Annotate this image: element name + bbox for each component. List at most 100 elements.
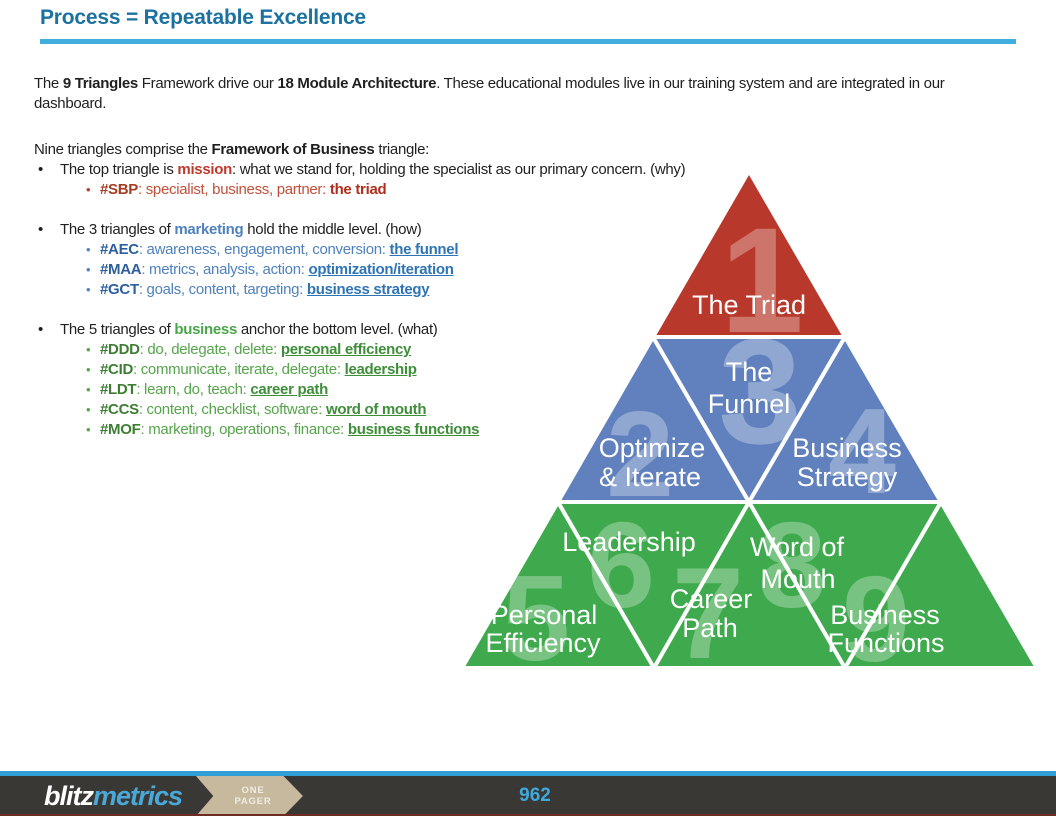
bullet-text: The 3 triangles of [60,221,175,238]
triangle-number-6: 6 [587,497,655,633]
triangle-9-business-functions [843,500,1039,670]
list-item-cid: #CID: communicate, iterate, delegate: le… [34,360,1009,380]
item-link[interactable]: leadership [344,361,417,378]
intro-text: The [34,75,63,92]
marketing-keyword: marketing [174,221,244,238]
list-item-ccs: #CCS: content, checklist, software: word… [34,400,1009,420]
title-underline [40,39,1016,44]
mission-keyword: mission [177,161,232,178]
item-link[interactable]: business strategy [306,281,430,298]
item-link[interactable]: business functions [347,421,480,438]
triangle-number-1: 1 [720,196,803,364]
item-link[interactable]: personal efficiency [280,341,412,358]
bullet-marker [38,320,43,340]
footer-bottom-edge [0,814,1056,816]
list-item-maa: #MAA: metrics, analysis, action: optimiz… [34,260,1009,280]
bullet-marker [38,160,43,180]
heading-text: Nine triangles comprise the [34,141,212,158]
triangle-label: & Iterate [599,462,701,492]
footer-bar: 962 blitzmetrics ONE PAGER [0,776,1056,816]
triangle-number-8: 8 [758,497,826,633]
item-text: : specialist, business, partner: [138,181,330,198]
bullet-text: anchor the bottom level. (what) [237,321,438,338]
intro-text: Framework drive our [137,75,278,92]
bullet-text: : what we stand for, holding the special… [232,161,686,178]
triangle-label: Mouth [760,564,835,594]
page-number: 962 [519,785,551,806]
triangle-number-7: 7 [672,540,744,675]
logo-text-blitz: blitz [44,781,94,811]
triangle-label: Career [670,584,753,614]
triangle-label: Leadership [562,527,696,557]
triangle-number-3: 3 [718,307,801,475]
triangle-label: Functions [827,628,944,658]
hashtag-label: #MAA [100,261,142,278]
list-item-ddd: #DDD: do, delegate, delete: personal eff… [34,340,1009,360]
triangle-number-5: 5 [502,550,570,675]
bullet-marker [86,420,90,440]
business-keyword: business [174,321,237,338]
item-text: : metrics, analysis, action: [141,261,309,278]
hashtag-label: #CID [100,361,133,378]
triangle-label: The Triad [692,290,806,320]
triangle-number-4: 4 [828,383,896,519]
triangle-label: Optimize [599,433,706,463]
blitzmetrics-logo: blitzmetrics [44,776,183,816]
list-item-aec: #AEC: awareness, engagement, conversion:… [34,240,1009,260]
triangle-label: Path [682,613,738,643]
list-item-ldt: #LDT: learn, do, teach: career path [34,380,1009,400]
item-text: : marketing, operations, finance: [140,421,348,438]
triangle-label: Funnel [708,389,791,419]
triangle-label: Strategy [797,462,898,492]
bullet-marker [86,340,90,360]
list-item-sbp: #SBP: specialist, business, partner: the… [34,180,1009,200]
hashtag-label: #AEC [100,241,139,258]
triangle-number-9: 9 [842,551,910,675]
item-link[interactable]: word of mouth [325,401,427,418]
bullet-text: hold the middle level. (how) [243,221,422,238]
bullet-marker [86,360,90,380]
item-text: : do, delegate, delete: [139,341,281,358]
marketing-bullet: The 3 triangles of marketing hold the mi… [34,220,1009,240]
triangle-label: Business [830,600,940,630]
logo-text-metrics: metrics [93,781,183,811]
nine-triangles-diagram: 1 2 3 4 5 6 7 8 9 The Triad Optimize & I… [460,169,1039,675]
hashtag-label: #GCT [100,281,139,298]
page-title: Process = Repeatable Excellence [40,6,366,29]
triangle-label: Efficiency [485,628,601,658]
list-item-mof: #MOF: marketing, operations, finance: bu… [34,420,1009,440]
hashtag-label: #SBP [100,181,138,198]
bullet-marker [86,400,90,420]
item-text: : content, checklist, software: [138,401,326,418]
triangle-number-2: 2 [606,386,674,522]
bullet-marker [38,220,43,240]
item-link[interactable]: career path [250,381,328,398]
triangle-label: Personal [491,600,598,630]
heading-bold: Framework of Business [211,141,375,158]
triangle-label: The [726,357,773,387]
item-text: : goals, content, targeting: [138,281,307,298]
item-link[interactable]: the funnel [389,241,459,258]
bullet-text: The 5 triangles of [60,321,175,338]
item-text: : awareness, engagement, conversion: [138,241,390,258]
bullet-marker [86,280,90,300]
footer-accent-line [0,771,1056,776]
list-item-gct: #GCT: goals, content, targeting: busines… [34,280,1009,300]
mission-bullet: The top triangle is mission: what we sta… [34,160,1009,180]
hashtag-label: #LDT [100,381,137,398]
heading-text: triangle: [374,141,429,158]
intro-bold-18-modules: 18 Module Architecture [277,75,437,92]
hashtag-label: #DDD [100,341,140,358]
hashtag-label: #MOF [100,421,141,438]
item-link[interactable]: optimization/iteration [308,261,454,278]
badge-line-one: ONE [241,785,265,796]
intro-bold-9-triangles: 9 Triangles [62,75,138,92]
bullet-text: The top triangle is [60,161,178,178]
triangle-label: Word of [750,532,845,562]
intro-paragraph: The 9 Triangles Framework drive our 18 M… [34,74,1009,114]
item-emphasis: the triad [329,181,387,198]
bullet-marker [86,180,90,200]
intro-text: . These educational modules live in our … [34,75,945,112]
framework-heading: Nine triangles comprise the Framework of… [34,140,1009,160]
